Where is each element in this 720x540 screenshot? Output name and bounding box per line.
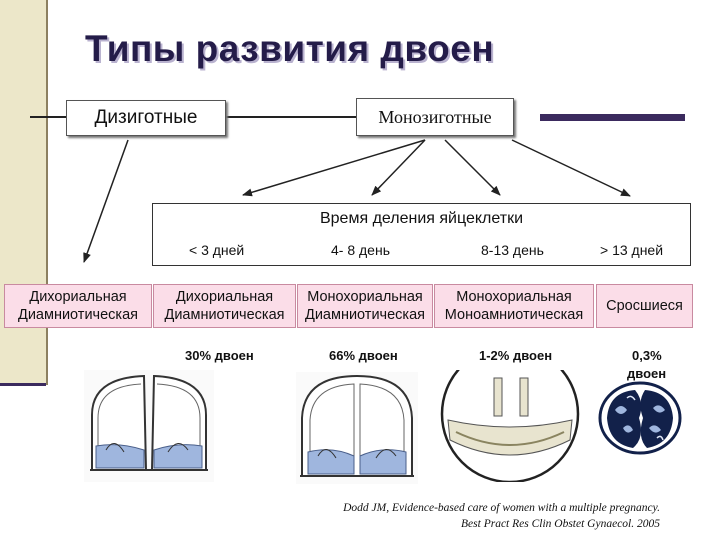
division-time-box: Время деления яйцеклетки < 3 дней 4- 8 д… [152,203,691,266]
division-title: Время деления яйцеклетки [319,210,524,227]
type-line: Дихориальная [175,289,274,305]
percentage-4: 0,3% [632,348,662,363]
arrow-mono-2 [371,139,426,196]
type-line: Сросшиеся [606,298,683,314]
type-box-5: Сросшиеся [596,284,693,328]
monozygotic-box: Монозиготные [356,98,514,136]
day-label-2: 4- 8 день [331,242,390,258]
right-rule [540,114,685,121]
type-line: Диамниотическая [164,307,285,323]
day-label-1: < 3 дней [189,242,245,258]
dizygotic-label: Дизиготные [94,107,198,128]
type-line: Монохориальная [307,289,423,305]
percentage-1: 30% двоен [185,348,254,363]
illustration-monochorionic-diamniotic [296,372,418,484]
sidebar-edge [46,0,48,385]
monozygotic-label: Монозиготные [378,106,492,127]
page-title: Типы развития двоен [85,28,495,69]
type-line: Монохориальная [456,289,572,305]
dizygotic-box: Дизиготные [66,100,226,136]
type-line: Диамниотическая [305,307,425,323]
day-label-3: 8-13 день [481,242,544,258]
percentage-4-unit: двоен [627,366,667,381]
type-line: Диамниотическая [18,307,138,323]
connector-line [226,116,356,118]
type-line: Моноамниотическая [444,307,584,323]
type-box-2: Дихориальная Диамниотическая [153,284,296,328]
percentage-2: 66% двоен [329,348,398,363]
illustration-dichorionic [84,370,214,482]
citation-line-2: Best Pract Res Clin Obstet Gynaecol. 200… [461,518,660,530]
type-box-1: Дихориальная Диамниотическая [4,284,152,328]
type-line: Дихориальная [29,289,127,305]
illustration-conjoined [598,381,682,455]
illustration-monochorionic-monoamniotic [436,370,584,482]
arrow-dizygotic [83,139,129,263]
arrow-mono-4 [511,139,631,197]
citation-line-1: Dodd JM, Evidence-based care of women wi… [343,502,660,514]
citation: Dodd JM, Evidence-based care of women wi… [260,500,660,532]
left-rule [30,116,66,118]
sidebar-bottom-bar [0,383,46,386]
type-box-4: Монохориальная Моноамниотическая [434,284,594,328]
arrow-mono-3 [444,139,501,196]
percentage-3: 1-2% двоен [479,348,553,363]
day-label-4: > 13 дней [600,242,664,258]
type-box-3: Монохориальная Диамниотическая [297,284,433,328]
arrow-mono-1 [242,139,426,197]
